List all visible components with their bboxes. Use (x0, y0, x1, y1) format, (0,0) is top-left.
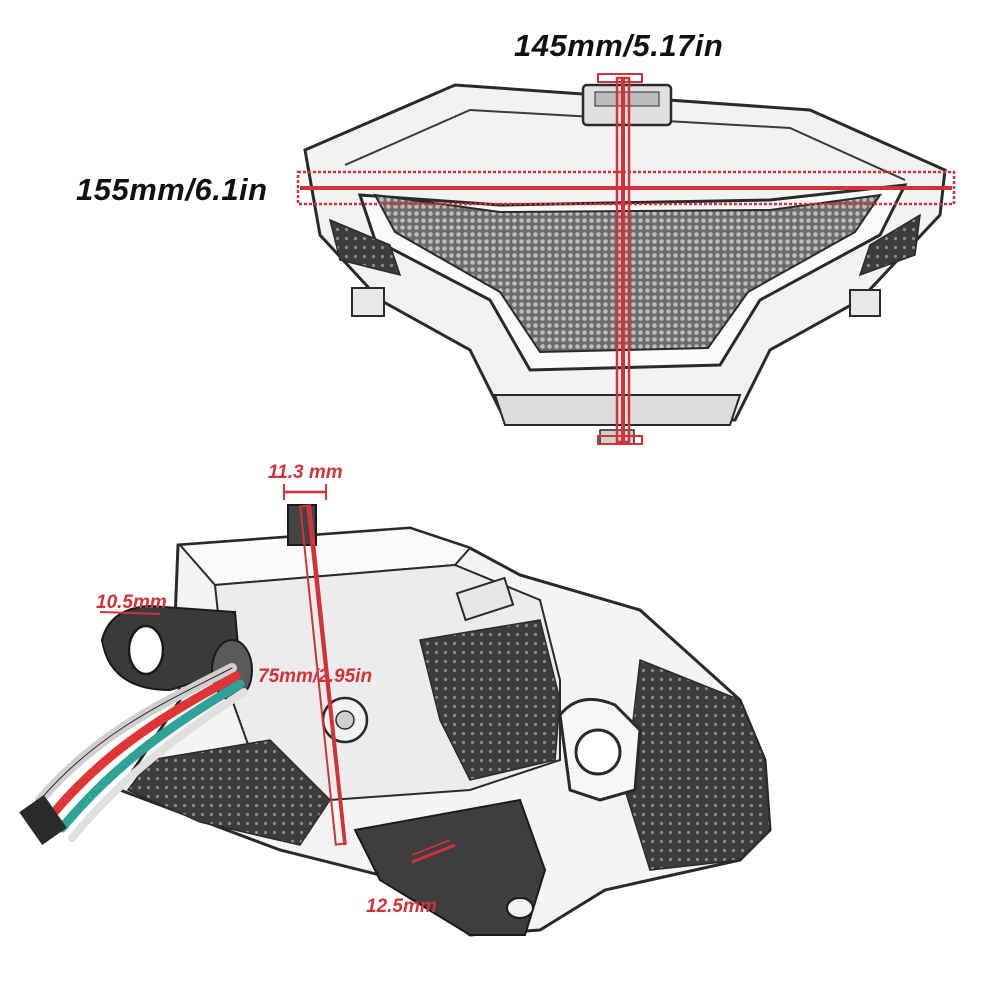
side-lower-mesh (126, 739, 331, 846)
top-height-label: 155mm/6.1in (76, 172, 268, 207)
wire-white-2 (68, 688, 248, 842)
bracket-hole (506, 897, 534, 919)
mount-width-label: 11.3 mm (268, 462, 343, 483)
left-mount-hole (127, 624, 165, 676)
top-left-side-lens (328, 218, 402, 277)
top-view-dimensions (296, 73, 956, 445)
wire-ends (19, 795, 67, 845)
depth-label: 75mm/2.95in (258, 666, 373, 687)
bracket-label: 12.5mm (366, 896, 437, 917)
top-right-tab (849, 289, 881, 317)
side-right-lens (624, 658, 771, 871)
height-dimension-bar (296, 170, 956, 206)
side-view-tail-light (100, 504, 772, 937)
top-width-label: 145mm/5.17in (514, 28, 724, 63)
top-mesh-lens (373, 193, 883, 354)
side-top-slot (455, 576, 515, 622)
right-mount-hole (574, 728, 622, 776)
wire-harness (19, 663, 248, 845)
side-bracket-arm (353, 798, 547, 936)
wire-red (47, 671, 241, 820)
hole-left-label: 10.5mm (96, 592, 167, 613)
wire-teal (57, 679, 245, 833)
bracket-line (411, 843, 456, 864)
side-view-dimensions (99, 484, 456, 864)
depth-line (306, 504, 347, 846)
top-left-tab (351, 287, 385, 317)
side-top-face (177, 526, 472, 587)
hole-left-line (99, 611, 161, 615)
top-right-side-lens (858, 213, 921, 277)
side-mesh-panel (419, 619, 561, 781)
